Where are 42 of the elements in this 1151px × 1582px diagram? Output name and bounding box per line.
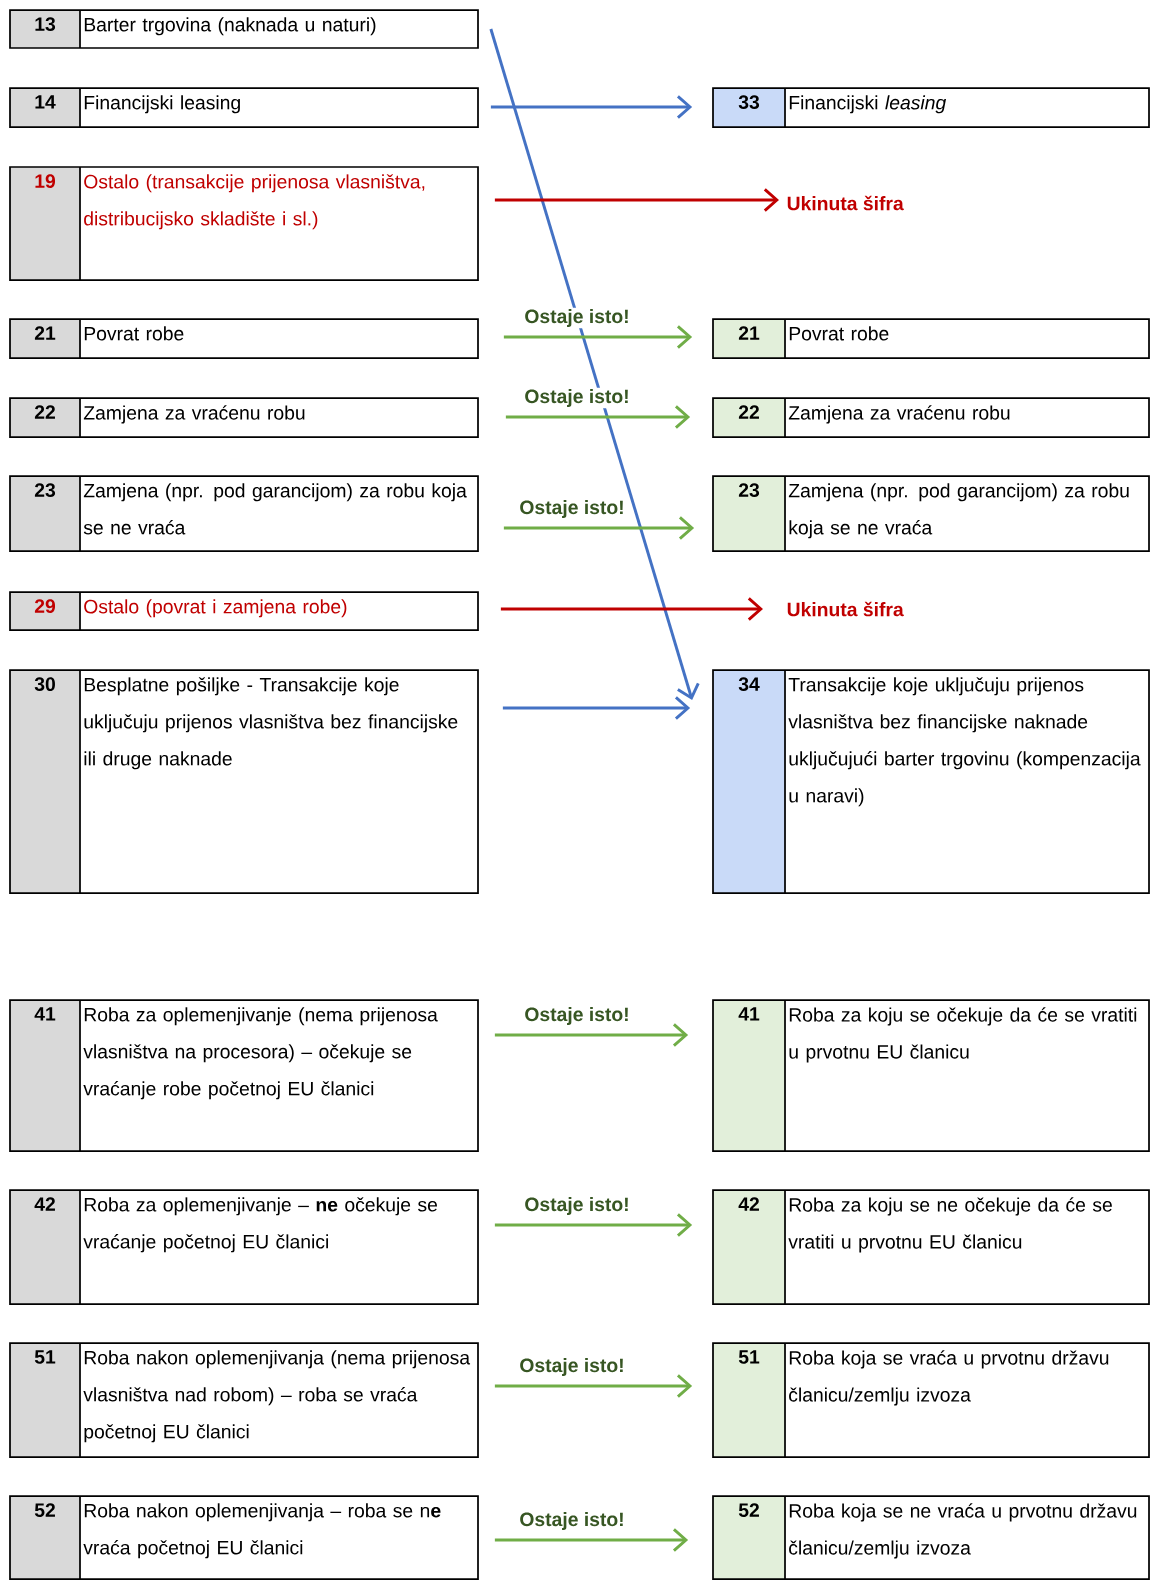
code-row: 19 Ostalo (transakcije prijenosa vlasništva, distribucijsko skladište i sl.) [9,166,479,281]
code-row: 42 Roba za oplemenjivanje – ne očekuje se vraćanje početnoj EU članici [9,1189,479,1305]
arrow [494,1213,693,1237]
status-text: Ukinuta šifra [787,195,904,211]
edge-label: Ostaje isto! [523,387,631,409]
arrow [494,1374,693,1398]
code-row: 22 Zamjena za vraćenu robu [9,397,479,438]
code-row: 41 Roba za oplemenjivanje (nema prijenosa vlasništva na procesora) – očekuje se vraćanje robe početnoj EU članici [9,999,479,1152]
arrow [505,405,691,429]
code-row: 52 Roba nakon oplemenjivanja – roba se ne vraća početnoj EU članici [9,1495,479,1580]
arrow [500,597,763,621]
code-row: 33 Financijski leasing [712,87,1150,128]
code-row: 22 Zamjena za vraćenu robu [712,397,1150,438]
arrow [490,95,693,119]
code-row: 41 Roba za koju se očekuje da će se vratiti u prvotnu EU članicu [712,999,1150,1152]
arrow [494,1023,689,1047]
code-row: 23 Zamjena (npr. pod garancijom) za robu koja se ne vraća [9,475,479,552]
code-row: 34 Transakcije koje uključuju prijenos vlasništva bez financijske naknade uključujući barter trgovinu (kompenzacija u naravi) [712,669,1150,894]
code-row: 21 Povrat robe [712,318,1150,359]
arrow [494,1528,689,1552]
code-row: 30 Besplatne pošiljke - Transakcije koje uključuju prijenos vlasništva bez financijske ili druge naknade [9,669,479,894]
status-text: Ukinuta šifra [787,601,904,617]
code-row: 21 Povrat robe [9,318,479,359]
code-row: 29 Ostalo (povrat i zamjena robe) [9,591,479,631]
code-row: 14 Financijski leasing [9,87,479,128]
edge-label: Ostaje isto! [523,1005,631,1027]
arrow [503,516,695,540]
arrow [489,28,700,700]
edge-label: Ostaje isto! [518,1356,626,1378]
edge-label: Ostaje isto! [523,1195,631,1217]
arrow [502,696,691,720]
code-row: 51 Roba nakon oplemenjivanja (nema prijenosa vlasništva nad robom) – roba se vraća početnoj EU članici [9,1342,479,1458]
arrow [494,188,779,212]
code-row: 52 Roba koja se ne vraća u prvotnu državu članicu/zemlju izvoza [712,1495,1150,1580]
code-row: 51 Roba koja se vraća u prvotnu državu članicu/zemlju izvoza [712,1342,1150,1458]
edge-label: Ostaje isto! [523,307,631,329]
edge-label: Ostaje isto! [518,1510,626,1532]
code-row: 23 Zamjena (npr. pod garancijom) za robu koja se ne vraća [712,475,1150,552]
arrow [503,325,693,349]
edge-label: Ostaje isto! [518,498,626,520]
code-row: 13 Barter trgovina (naknada u naturi) [9,9,479,49]
code-row: 42 Roba za koju se ne očekuje da će se vratiti u prvotnu EU članicu [712,1189,1150,1305]
